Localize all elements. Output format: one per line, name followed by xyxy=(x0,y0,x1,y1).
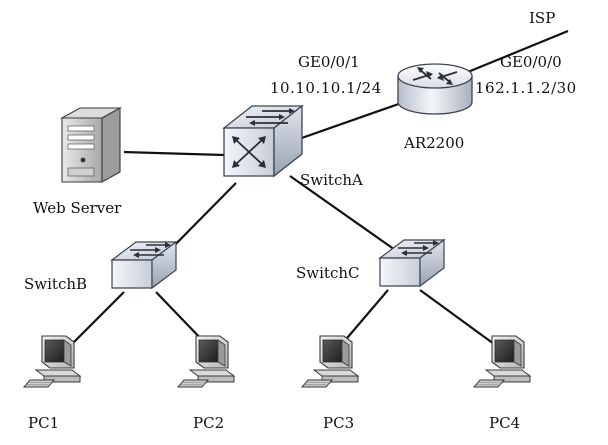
switcha-label: SwitchA xyxy=(300,171,363,189)
switchb-label: SwitchB xyxy=(24,275,87,293)
pc2-icon xyxy=(177,335,235,388)
switchc-label: SwitchC xyxy=(296,264,359,282)
router-wan-ip-label: 162.1.1.2/30 xyxy=(475,79,577,97)
link-isp-router xyxy=(457,29,569,78)
link-server-switcha xyxy=(123,150,225,157)
pc3-icon xyxy=(301,335,359,388)
links xyxy=(71,29,569,345)
router-icon xyxy=(397,63,473,115)
web-server-label: Web Server xyxy=(33,199,122,217)
link-switchb-pc2 xyxy=(155,291,207,345)
link-switchc-pc3 xyxy=(341,289,389,345)
link-switcha-switchc xyxy=(289,175,399,253)
pc3-label: PC3 xyxy=(323,414,354,432)
link-router-switcha xyxy=(295,98,411,142)
pc4-icon xyxy=(473,335,531,388)
web-server-icon xyxy=(59,107,123,183)
link-switchc-pc4 xyxy=(419,289,495,345)
pc4-label: PC4 xyxy=(489,414,520,432)
pc2-label: PC2 xyxy=(193,414,224,432)
router-name-label: AR2200 xyxy=(403,134,464,152)
link-switchb-pc1 xyxy=(71,291,125,345)
switchb-icon xyxy=(111,241,177,289)
router-lan-ip-label: 10.10.10.1/24 xyxy=(270,79,382,97)
pc1-label: PC1 xyxy=(28,414,59,432)
router-lan-port-label: GE0/0/1 xyxy=(298,53,360,71)
pc1-icon xyxy=(23,335,81,388)
isp-label: ISP xyxy=(529,9,555,27)
switcha-icon xyxy=(223,105,303,177)
router-wan-port-label: GE0/0/0 xyxy=(500,53,562,71)
